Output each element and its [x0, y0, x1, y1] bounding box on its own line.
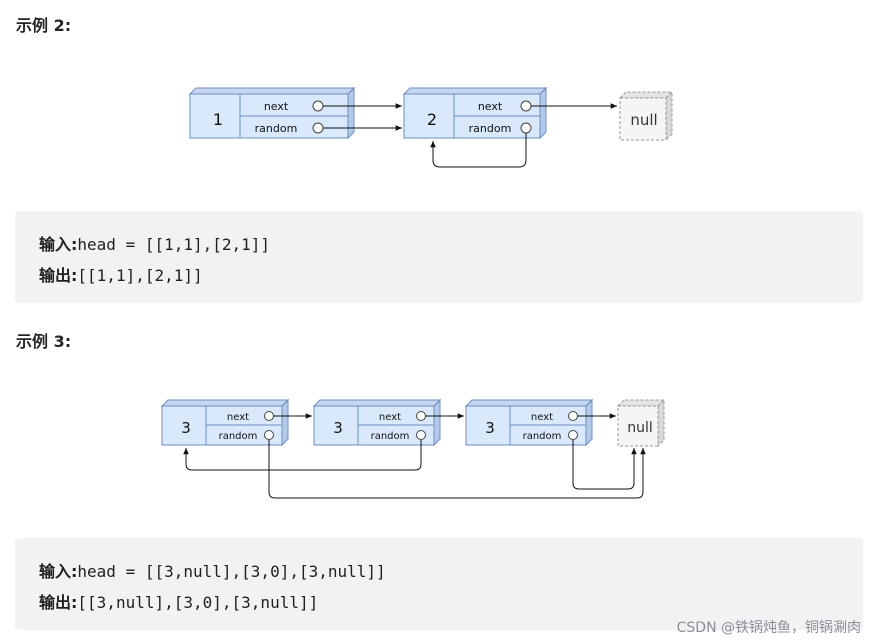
- list-node: 3 next random: [160, 398, 290, 447]
- node-random-label: random: [469, 122, 512, 135]
- example-2-title: 示例 2:: [16, 16, 72, 35]
- list-node: 1 next random: [188, 86, 356, 140]
- null-label: null: [627, 420, 653, 436]
- node-random-label: random: [255, 122, 298, 135]
- null-node: null: [616, 398, 666, 448]
- list-node: 3 next random: [312, 398, 442, 447]
- input-label: 输入:: [39, 562, 78, 581]
- input-value: head = [[3,null],[3,0],[3,null]]: [77, 562, 386, 581]
- example-3-output-line: 输出:[[3,null],[3,0],[3,null]]: [39, 589, 318, 613]
- null-label: null: [630, 111, 657, 129]
- example-3-diagram: 3 next random 3 next random 3 next rando…: [160, 398, 666, 499]
- list-node: 2 next random: [402, 86, 548, 140]
- node-random-label: random: [523, 431, 562, 442]
- example-2-diagram: 1 next random 2 next random null: [188, 86, 674, 168]
- output-value: [[3,null],[3,0],[3,null]]: [77, 593, 319, 612]
- output-value: [[1,1],[2,1]]: [77, 266, 203, 285]
- node-next-label: next: [379, 412, 401, 423]
- node-value: 3: [333, 419, 343, 437]
- null-node: null: [618, 90, 674, 142]
- output-label: 输出:: [39, 593, 78, 612]
- node-next-label: next: [264, 100, 289, 113]
- node-next-label: next: [531, 412, 553, 423]
- input-value: head = [[1,1],[2,1]]: [77, 235, 271, 254]
- node-value: 3: [181, 419, 191, 437]
- example-2-output-line: 输出:[[1,1],[2,1]]: [39, 262, 203, 286]
- node-value: 3: [485, 419, 495, 437]
- input-label: 输入:: [39, 235, 78, 254]
- random-pointer-arrow: [430, 133, 527, 168]
- example-3-input-line: 输入:head = [[3,null],[3,0],[3,null]]: [39, 558, 386, 582]
- example-2-code-block: 输入:head = [[1,1],[2,1]] 输出:[[1,1],[2,1]]: [15, 211, 863, 303]
- watermark: CSDN @铁锅炖鱼，铜锅涮肉: [676, 620, 861, 636]
- list-node: 3 next random: [464, 398, 594, 447]
- node-random-label: random: [219, 431, 258, 442]
- random-pointer-arrow: [183, 440, 422, 471]
- example-3-title: 示例 3:: [16, 332, 72, 351]
- node-next-label: next: [478, 100, 503, 113]
- example-2-input-line: 输入:head = [[1,1],[2,1]]: [39, 231, 270, 255]
- node-value: 2: [427, 110, 437, 129]
- random-pointer-arrow: [268, 440, 646, 499]
- node-next-label: next: [227, 412, 249, 423]
- node-value: 1: [213, 110, 223, 129]
- example-3-code-block: 输入:head = [[3,null],[3,0],[3,null]] 输出:[…: [15, 538, 863, 630]
- output-label: 输出:: [39, 266, 78, 285]
- node-random-label: random: [371, 431, 410, 442]
- random-pointer-arrow: [572, 440, 637, 490]
